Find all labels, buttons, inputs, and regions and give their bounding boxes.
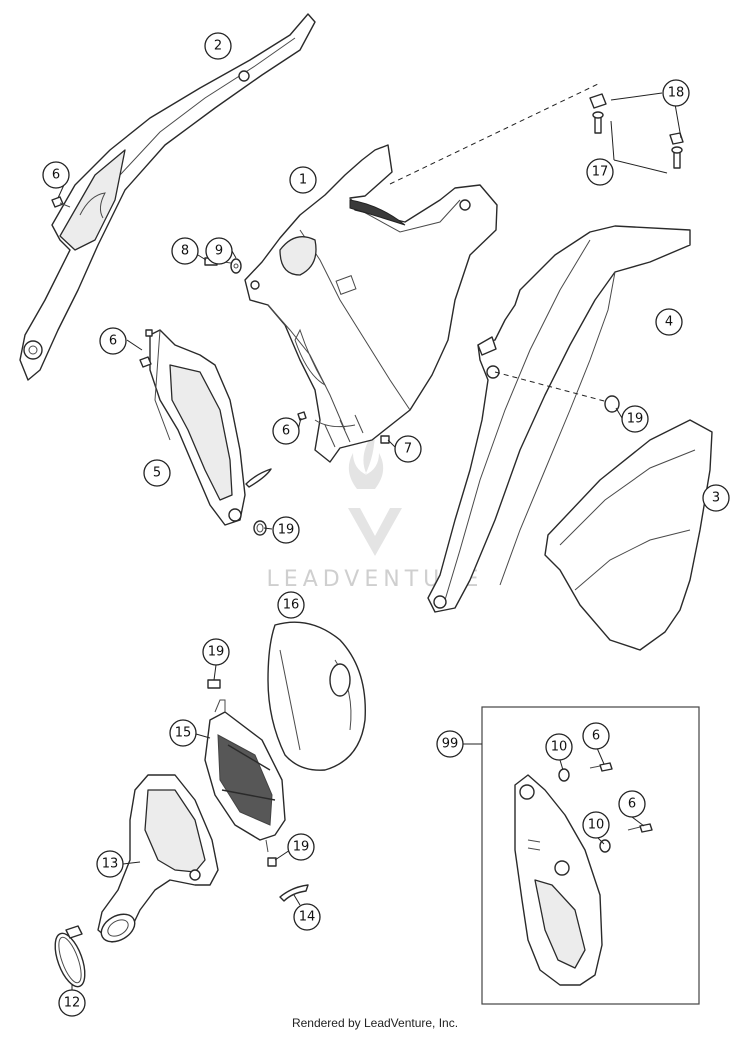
callout-6-airbox[interactable]: 6: [272, 417, 300, 445]
part-16-filter-cage: [267, 621, 366, 771]
callout-19-boot[interactable]: 19: [287, 833, 315, 861]
part-3-number-plate: [544, 419, 713, 651]
svg-text:19: 19: [208, 645, 225, 660]
kit-99-panel: [514, 762, 653, 986]
callout-6-shroud[interactable]: 6: [42, 161, 70, 189]
part-19-grommet-a: [494, 371, 620, 413]
svg-text:6: 6: [282, 424, 290, 439]
svg-text:12: 12: [64, 996, 81, 1011]
svg-text:15: 15: [175, 726, 192, 741]
callout-99[interactable]: 99: [436, 730, 464, 758]
callout-19-panel[interactable]: 19: [621, 405, 649, 433]
svg-text:19: 19: [278, 523, 295, 538]
part-15-air-filter: [204, 699, 286, 853]
leader-dashed-18: [389, 83, 599, 185]
part-4-side-panel: [427, 225, 691, 613]
callout-6-kit-upper[interactable]: 6: [582, 722, 610, 750]
callout-15[interactable]: 15: [169, 719, 197, 747]
part-13-intake-boot: [97, 774, 219, 943]
part-19-grommet-d: [267, 857, 277, 867]
svg-text:19: 19: [293, 840, 310, 855]
callout-13[interactable]: 13: [96, 850, 124, 878]
watermark-logo-icon: [348, 430, 384, 489]
part-2-shroud: [19, 13, 316, 381]
svg-text:6: 6: [52, 168, 60, 183]
callout-1[interactable]: 1: [289, 166, 317, 194]
kit-99-box: [481, 706, 700, 1005]
footer-credit: Rendered by LeadVenture, Inc.: [292, 1016, 458, 1030]
callout-2[interactable]: 2: [204, 32, 232, 60]
svg-text:3: 3: [712, 491, 720, 506]
svg-text:17: 17: [592, 165, 609, 180]
part-19-grommet-c: [207, 679, 221, 689]
callout-3[interactable]: 3: [702, 484, 730, 512]
callout-8[interactable]: 8: [171, 237, 199, 265]
svg-text:18: 18: [668, 86, 685, 101]
svg-text:1: 1: [299, 173, 307, 188]
callout-16[interactable]: 16: [277, 591, 305, 619]
part-1-airbox: [244, 144, 498, 463]
callout-18[interactable]: 18: [662, 79, 690, 107]
callout-10-lower[interactable]: 10: [582, 811, 610, 839]
callout-4[interactable]: 4: [655, 308, 683, 336]
callout-5[interactable]: 5: [143, 459, 171, 487]
svg-text:99: 99: [442, 737, 459, 752]
part-12-clamp: [54, 925, 86, 988]
part-19-grommet-b: [253, 520, 267, 536]
svg-text:6: 6: [109, 334, 117, 349]
callouts: 2 1 18 17 6 8 9 4 6 6 7 19 5 19 3 16 19 …: [42, 32, 730, 1017]
callout-6-kit-lower[interactable]: 6: [618, 790, 646, 818]
svg-text:10: 10: [551, 740, 568, 755]
svg-text:8: 8: [181, 244, 189, 259]
svg-text:10: 10: [588, 818, 605, 833]
svg-text:9: 9: [215, 244, 223, 259]
svg-text:7: 7: [404, 442, 412, 457]
callout-19-filterbox[interactable]: 19: [272, 516, 300, 544]
callout-6-filterbox[interactable]: 6: [99, 327, 127, 355]
callout-19-top-filter[interactable]: 19: [202, 638, 230, 666]
svg-text:13: 13: [102, 857, 119, 872]
part-6-screw-a: [51, 196, 71, 208]
part-18-17-bolts: [589, 93, 684, 169]
callout-9[interactable]: 9: [205, 237, 233, 265]
callout-14[interactable]: 14: [293, 903, 321, 931]
callout-12[interactable]: 12: [58, 989, 86, 1017]
svg-text:19: 19: [627, 412, 644, 427]
svg-text:6: 6: [592, 729, 600, 744]
svg-text:14: 14: [299, 910, 316, 925]
part-6-screws: [145, 329, 390, 444]
callout-17[interactable]: 17: [586, 158, 614, 186]
svg-text:4: 4: [665, 315, 673, 330]
part-14-clip: [279, 884, 309, 902]
part-5-filterbox: [139, 329, 272, 526]
svg-text:2: 2: [214, 39, 222, 54]
svg-text:5: 5: [153, 466, 161, 481]
callout-10-upper[interactable]: 10: [545, 733, 573, 761]
svg-text:16: 16: [283, 598, 300, 613]
watermark-v-icon: [348, 508, 402, 556]
svg-text:6: 6: [628, 797, 636, 812]
callout-7[interactable]: 7: [394, 435, 422, 463]
